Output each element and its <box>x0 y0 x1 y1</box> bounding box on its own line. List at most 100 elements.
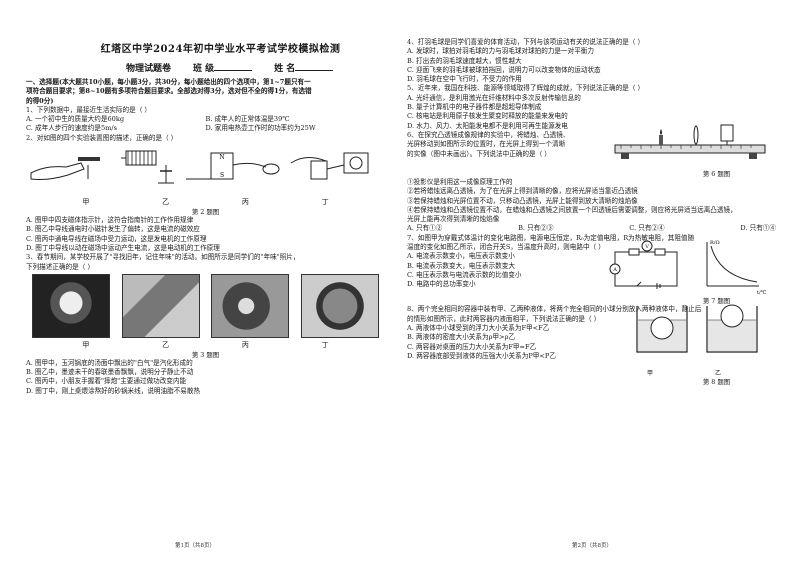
q6-statement-3: ③若保持蜡烛和光屏位置不动，只移动凸透镜，光屏上能得到放大清晰的烛焰像 <box>407 196 638 205</box>
section-intro-3: 的得0分) <box>26 96 54 105</box>
q2-figure-ding <box>290 152 369 180</box>
q6-statement-1: ①投影仪是利用这一成像原理工作的 <box>407 177 513 186</box>
q8-caption: 第 8 题图 <box>702 377 731 386</box>
q7-option-a: A. 电流表示数变小，电压表示数变小 <box>407 252 515 261</box>
svg-text:R/Ω: R/Ω <box>710 240 720 246</box>
q7-option-b: B. 电流表示数变大，电压表示数变大 <box>407 261 515 270</box>
q3-label-bing: 丙 <box>241 340 249 349</box>
q6-option-d: D. 只有①④ <box>740 224 776 233</box>
page-footer-left: 第1页（共8页） <box>175 543 215 549</box>
q1-option-b: B. 成年人的正常体温是39℃ <box>205 115 290 124</box>
q3-stem: 3、春节期间，某学校开展了"寻找旧年，记住年味"的活动。如图所示是同学们的"年味… <box>26 253 300 262</box>
q2-option-a: A. 图甲中四支磁体指示针，这符合指南针的工作作用规律 <box>26 216 194 225</box>
q1-stem: 1、下列数据中，最接近生活实际的是（ ） <box>26 105 151 114</box>
q4-option-b: B. 打出去的羽毛球速度越大，惯性越大 <box>407 56 522 65</box>
q2-figure-jia <box>30 157 100 181</box>
q2-stem: 2、对如图的四个实验装置图的描述，正确的是（ ） <box>26 133 178 142</box>
q4-option-c: C. 迎面飞来的羽毛球被球拍挡回，说明力可以改变物体的运动状态 <box>407 65 601 74</box>
q8-stem-2: 的情形如图所示，此时两容器内液面相平，下列说法正确的是（ ） <box>407 314 601 323</box>
q2-caption: 第 2 题图 <box>191 208 220 217</box>
q6-option-a: A. 只有①② <box>407 224 443 233</box>
q6-option-c: C. 只有②④ <box>629 224 665 233</box>
q3-stem-2: 下列描述正确的是（ ） <box>26 262 95 271</box>
q2-figure-bing: N S <box>186 152 280 180</box>
q6-statement-4b: 光屏上能再次得到清晰的烛焰像 <box>407 215 500 224</box>
q7-block: A. 电流表示数变小，电压表示数变小 B. 电流表示数变大，电压表示数变大 C.… <box>407 240 776 300</box>
q3-photo-jia <box>32 273 110 338</box>
q8-option-d: D. 两容器底部受到液体的压强大小关系为P甲<P乙 <box>407 351 556 360</box>
q2-figure: N S <box>30 150 369 184</box>
q8-label-yi: 乙 <box>715 369 722 377</box>
q2-figure-labels: 甲 乙 丙 丁 <box>26 197 385 207</box>
q3-caption: 第 3 题图 <box>191 350 220 359</box>
q8-container-figure <box>636 304 758 353</box>
q6-option-b: B. 只有②③ <box>518 224 554 233</box>
q2-option-b: B. 图乙中导线通电时小磁针发生了偏转，这是电流的磁效应 <box>26 225 200 234</box>
exam-subtitle-row: 物理试题卷 班 级 姓 名 <box>126 61 385 74</box>
page-footer-right: 第2页（共8页） <box>572 543 612 549</box>
q6-optical-bench <box>614 124 766 159</box>
q6-caption: 第 6 题图 <box>702 169 731 178</box>
q8-option-c: C. 两容器对桌面的压力大小关系为F甲=F乙 <box>407 342 537 351</box>
q1-options-row-1: A. 一个初中生的质量大约是60kg B. 成年人的正常体温是39℃ <box>26 115 385 124</box>
q4-option-a: A. 发球时，球拍对羽毛球的力与羽毛球对球拍的力是一对平衡力 <box>407 47 594 56</box>
q7-option-c: C. 电压表示数与电流表示数的比值变小 <box>407 270 522 279</box>
q3-photo-bing <box>211 273 290 338</box>
q7-caption: 第 7 题图 <box>702 297 731 306</box>
q8-option-a: A. 两液体中小球受到的浮力大小关系为F甲<F乙 <box>407 323 550 332</box>
q7-option-d: D. 电路中的总功率变小 <box>407 280 476 289</box>
q8-block: A. 两液体中小球受到的浮力大小关系为F甲<F乙 B. 两液体的密度大小关系为ρ… <box>407 304 776 372</box>
class-blank <box>214 70 253 71</box>
q3-option-c: C. 图丙中，小朋友手握着"摔炮"主要通过做功改变内能 <box>26 377 187 386</box>
q3-option-d: D. 图丁中，刚上桌煨涂熬好的砂锅米线，说明油脂不易散热 <box>26 386 201 395</box>
svg-text:S: S <box>220 172 224 179</box>
q1-option-c: C. 成年人步行的速度约是5m/s <box>26 124 117 133</box>
left-page: 红塔区中学2024年初中学业水平考试学校模拟检测 物理试题卷 班 级 姓 名 一… <box>26 44 385 549</box>
section-intro-1: 一、选择题(本大题共10小题，每小题3分，共30分，每小题给出的四个选项中，第1… <box>26 78 311 86</box>
q8-labels: 甲 乙 <box>647 368 776 377</box>
q7-stem-1: 7、如图甲为穿戴式体温计的变化电路图，电源电压恒定，R₀为定值电阻，R为热敏电阻… <box>407 233 695 242</box>
q1-option-a: A. 一个初中生的质量大约是60kg <box>26 115 125 124</box>
q8-label-jia: 甲 <box>647 369 654 377</box>
right-page: 4、打羽毛球是同学们喜爱的体育活动，下列与该项运动有关的说法正确的是（ ） A.… <box>397 0 794 561</box>
q5-option-c: C. 核电站是利用原子核发生聚变时释放的能量来发电的 <box>407 112 568 121</box>
name-label: 姓 名 <box>274 64 296 74</box>
q3-label-yi: 乙 <box>162 340 170 349</box>
q5-option-d: D. 水力、风力、太阳能发电都不是利用可再生能源发电 <box>407 121 568 130</box>
q3-option-a: A. 图甲中，玉河锅底的汤面中飘出的"白气"是汽化形成的 <box>26 358 193 367</box>
exam-title: 红塔区中学2024年初中学业水平考试学校模拟检测 <box>100 44 341 55</box>
svg-text:N: N <box>219 154 224 161</box>
q3-photo-ding <box>300 273 379 338</box>
q8-option-b: B. 两液体的密度大小关系为ρ甲>ρ乙 <box>407 333 516 342</box>
section-intro-2: 项符合题目要求；第8~10题有多项符合题目要求。全部选对得3分，选对但不全的得1… <box>26 87 312 96</box>
q2-label-yi: 乙 <box>162 198 170 207</box>
q3-option-b: B. 图乙中，墨迹未干的春联墨香飘飘，说明分子静止不动 <box>26 368 194 377</box>
q6-options: A. 只有①② B. 只有②③ C. 只有②④ D. 只有①④ <box>407 224 776 233</box>
q2-option-d: D. 图丁中导线以动在磁场中运动产生电流，这是电动机的工作原理 <box>26 243 220 252</box>
q3-photo-yi <box>121 273 200 338</box>
svg-text:A: A <box>612 267 617 273</box>
q1-option-d: D. 家用电热壶工作时的功率约为25W <box>205 124 316 133</box>
q7-circuit-figure: V A R/Ω t/℃ <box>609 240 767 296</box>
svg-text:t/℃: t/℃ <box>757 290 767 296</box>
q3-label-ding: 丁 <box>321 340 329 349</box>
q2-label-bing: 丙 <box>241 198 249 207</box>
q6-statement-2: ②若将蜡烛远离凸透镜，为了在光屏上得到清晰的像，应将光屏适当靠近凸透镜 <box>407 187 638 196</box>
q6-statement-4: ④若保持蜡烛和凸透镜位置不动，在蜡烛和凸透镜之间放置一个凹透镜后需要调整，则应将… <box>407 205 737 214</box>
exam-subtitle: 物理试题卷 <box>126 64 172 74</box>
q7-stem-2: 温度的变化如图乙所示，闭合开关S，当温度升高时，则电路中（ ） <box>407 243 605 252</box>
q5-option-a: A. 光纤通信，是利用激光在纤维材料中多次反射传输信息的 <box>407 93 581 102</box>
q5-option-b: B. 量子计算机中的电子器件都是超超导体制成 <box>407 103 542 112</box>
q3-photos <box>26 273 385 338</box>
q6-block: 6、在探究凸透镜成像规律的实验中，将蜡烛、凸透镜、 光屏移动到如图所示的位置时，… <box>407 124 776 169</box>
name-blank <box>295 70 334 71</box>
q1-options-row-2: C. 成年人步行的速度约是5m/s D. 家用电热壶工作时的功率约为25W <box>26 124 385 133</box>
q2-figure-yi <box>121 150 174 184</box>
q5-stem: 5、近年来，我国在科技、能源等领域取得了辉煌的成就，下列说法正确的是（ ） <box>407 84 645 93</box>
q2-option-c: C. 图丙中通电导线在磁场中受力运动，这是发电机的工作原理 <box>26 234 207 243</box>
q4-option-d: D. 羽毛球在空中飞行时，不受力的作用 <box>407 75 522 84</box>
q2-label-ding: 丁 <box>321 198 329 207</box>
q8-stem-1: 8、两个完全相同的容器中装有甲、乙两种液体，将两个完全相同的小球分别放入两种液体… <box>407 305 702 314</box>
q2-label-jia: 甲 <box>82 198 90 207</box>
q3-label-jia: 甲 <box>82 340 90 349</box>
